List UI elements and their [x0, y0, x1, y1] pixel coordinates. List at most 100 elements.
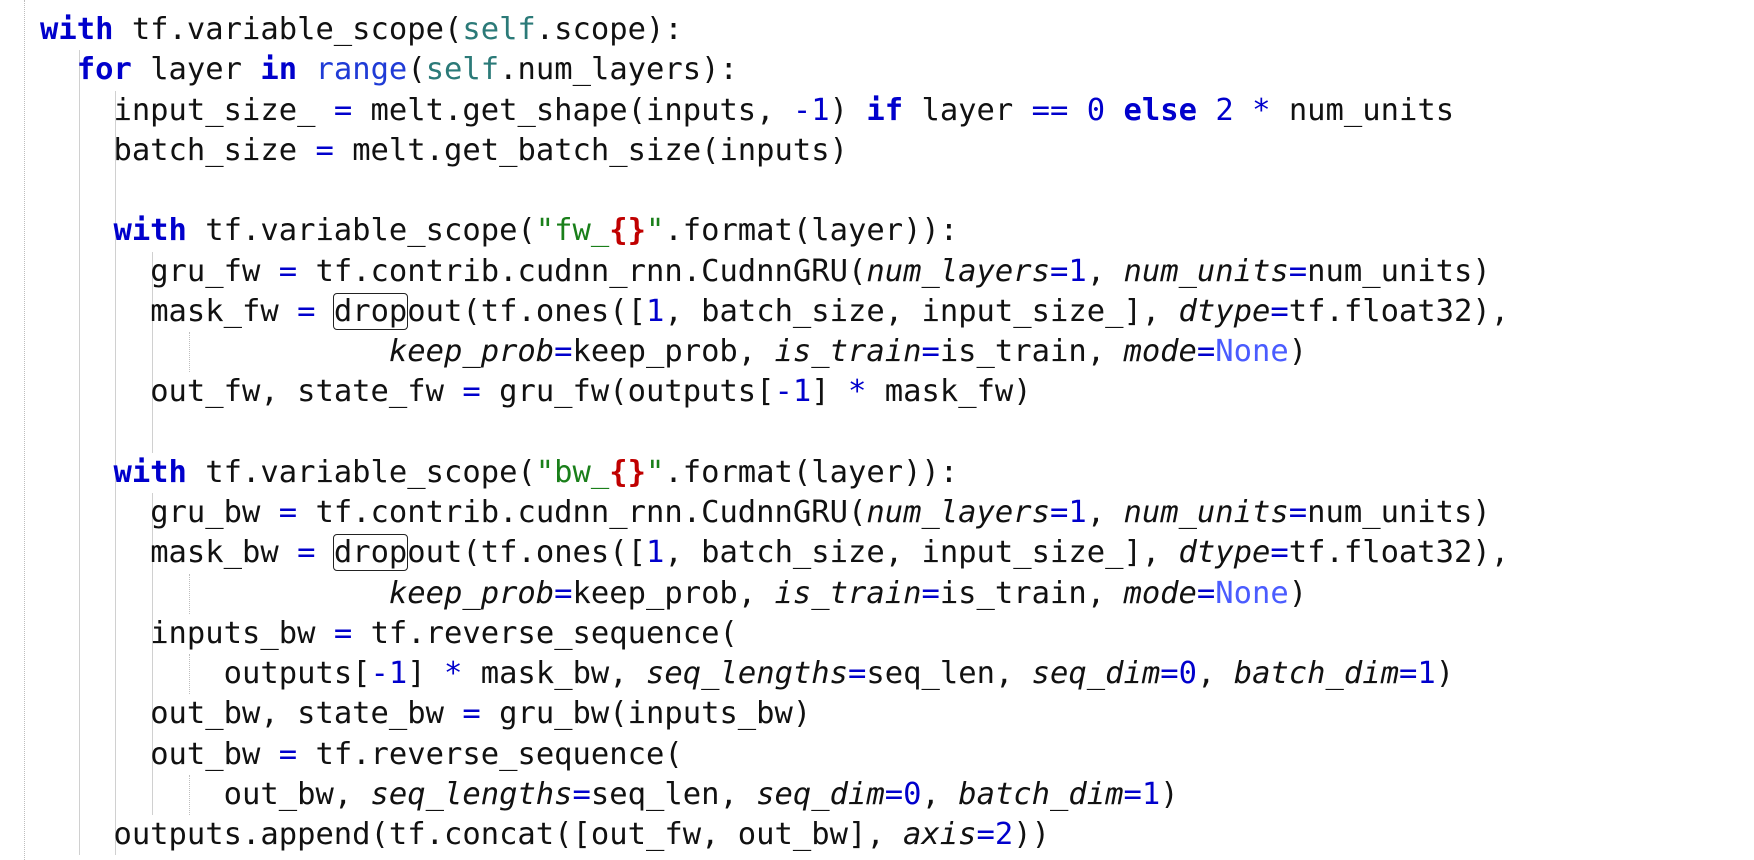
code-token: [1105, 93, 1123, 128]
code-token: inputs_bw: [150, 615, 334, 651]
code-token: [1197, 93, 1215, 128]
code-line[interactable]: with tf.variable_scope("bw_{}".format(la…: [40, 453, 1509, 493]
code-line[interactable]: out_bw, state_bw = gru_bw(inputs_bw): [40, 694, 1509, 734]
code-token: layer: [903, 92, 1032, 128]
code-token: *: [1252, 92, 1271, 128]
code-token: ): [829, 92, 867, 128]
code-token: seq_dim: [756, 776, 885, 812]
highlighted-word: drop: [332, 534, 409, 572]
indent-space: [40, 254, 150, 289]
code-token: keep_prob,: [572, 334, 775, 369]
code-token: [1068, 93, 1086, 128]
code-line[interactable]: out_bw, seq_lengths=seq_len, seq_dim=0, …: [40, 775, 1509, 815]
code-line[interactable]: input_size_ = melt.get_shape(inputs, -1)…: [40, 91, 1509, 131]
code-token: =: [278, 736, 298, 772]
code-token: outputs.append(tf.concat([out_fw, out_bw…: [113, 817, 904, 852]
code-token: axis: [903, 817, 977, 852]
code-token: num_units: [1270, 92, 1455, 128]
code-token: gru_bw: [150, 495, 279, 530]
code-token: =: [333, 92, 353, 128]
code-token: =: [884, 776, 904, 812]
code-line[interactable]: [40, 171, 1509, 211]
code-token: =: [278, 253, 298, 289]
code-token: if: [866, 92, 904, 128]
code-token: ,: [1086, 495, 1124, 530]
code-line[interactable]: for layer in range(self.num_layers):: [40, 50, 1509, 90]
code-token: =: [976, 817, 995, 852]
code-line[interactable]: with tf.variable_scope(self.scope):: [40, 10, 1509, 50]
code-token: =: [462, 696, 481, 732]
code-token: ): [1435, 656, 1455, 691]
code-line[interactable]: mask_bw = dropout(tf.ones([1, batch_size…: [40, 533, 1509, 573]
code-token: layer: [131, 52, 261, 88]
code-token: out_bw: [150, 736, 279, 772]
code-line[interactable]: gru_fw = tf.contrib.cudnn_rnn.CudnnGRU(n…: [40, 252, 1509, 292]
code-token: None: [1215, 575, 1289, 611]
code-token: tf.contrib.cudnn_rnn.CudnnGRU(: [297, 495, 867, 530]
code-token: [1234, 93, 1252, 128]
code-token: ): [1160, 776, 1179, 812]
code-token: is_train: [774, 575, 922, 611]
code-token: *: [848, 374, 867, 410]
code-token: =: [1196, 575, 1216, 611]
code-token: is_train: [774, 334, 922, 369]
code-token: None: [1215, 334, 1289, 369]
code-line[interactable]: keep_prob=keep_prob, is_train=is_train, …: [40, 574, 1509, 614]
code-token: 1: [1068, 253, 1087, 289]
code-token: self: [462, 12, 536, 47]
code-token: [297, 52, 315, 87]
code-token: num_units: [1123, 495, 1289, 530]
code-line[interactable]: keep_prob=keep_prob, is_train=is_train, …: [40, 332, 1509, 372]
code-token: batch_dim: [958, 776, 1124, 812]
code-token: tf.variable_scope(: [186, 454, 536, 490]
code-line[interactable]: gru_bw = tf.contrib.cudnn_rnn.CudnnGRU(n…: [40, 493, 1509, 533]
code-token: =: [1160, 656, 1179, 691]
code-token: batch_dim: [1233, 656, 1399, 691]
code-token: tf.variable_scope(: [113, 12, 463, 47]
indent-space: [40, 133, 113, 168]
indent-space: [40, 294, 150, 329]
code-token: is_train,: [939, 575, 1124, 611]
code-token: range: [315, 52, 408, 88]
code-token: =: [554, 334, 573, 369]
highlighted-word: drop: [332, 292, 409, 330]
code-token: ): [1288, 334, 1308, 369]
code-token: 1: [1417, 656, 1436, 691]
code-line[interactable]: batch_size = melt.get_batch_size(inputs): [40, 131, 1509, 171]
code-line[interactable]: mask_fw = dropout(tf.ones([1, batch_size…: [40, 292, 1509, 332]
indent-space: [40, 817, 113, 852]
code-line[interactable]: inputs_bw = tf.reverse_sequence(: [40, 614, 1509, 654]
code-token: melt.get_shape(inputs,: [352, 92, 793, 128]
code-token: -1: [370, 656, 408, 691]
code-token: out_bw,: [223, 776, 371, 812]
code-line[interactable]: [40, 413, 1509, 453]
code-line[interactable]: outputs.append(tf.concat([out_fw, out_bw…: [40, 815, 1509, 855]
code-token: is_train,: [939, 334, 1124, 369]
code-area[interactable]: with tf.variable_scope(self.scope): for …: [40, 10, 1509, 855]
code-token: , batch_size, input_size_],: [664, 293, 1179, 329]
code-token: ]: [811, 374, 849, 410]
code-token: 2: [994, 817, 1014, 852]
code-token: self: [425, 52, 500, 88]
code-token: ): [1288, 575, 1308, 611]
indent-space: [40, 213, 113, 248]
code-token: )): [1013, 817, 1050, 852]
code-token: mode: [1123, 334, 1197, 369]
code-token: =: [1288, 495, 1308, 530]
code-token: num_layers: [866, 495, 1050, 530]
code-line[interactable]: out_fw, state_fw = gru_fw(outputs[-1] * …: [40, 372, 1509, 412]
code-token: "bw_: [535, 454, 610, 490]
code-token: with: [113, 454, 187, 490]
code-token: else: [1123, 92, 1197, 128]
code-line[interactable]: out_bw = tf.reverse_sequence(: [40, 735, 1509, 775]
code-line[interactable]: with tf.variable_scope("fw_{}".format(la…: [40, 211, 1509, 251]
indent-guide: [23, 0, 25, 860]
code-line[interactable]: outputs[-1] * mask_bw, seq_lengths=seq_l…: [40, 654, 1509, 694]
code-token: mask_fw): [866, 374, 1032, 410]
indent-space: [40, 737, 150, 772]
code-token: input_size_: [113, 92, 334, 128]
code-token: .num_layers):: [499, 52, 738, 88]
code-token: =: [315, 132, 334, 168]
code-token: [315, 535, 333, 570]
